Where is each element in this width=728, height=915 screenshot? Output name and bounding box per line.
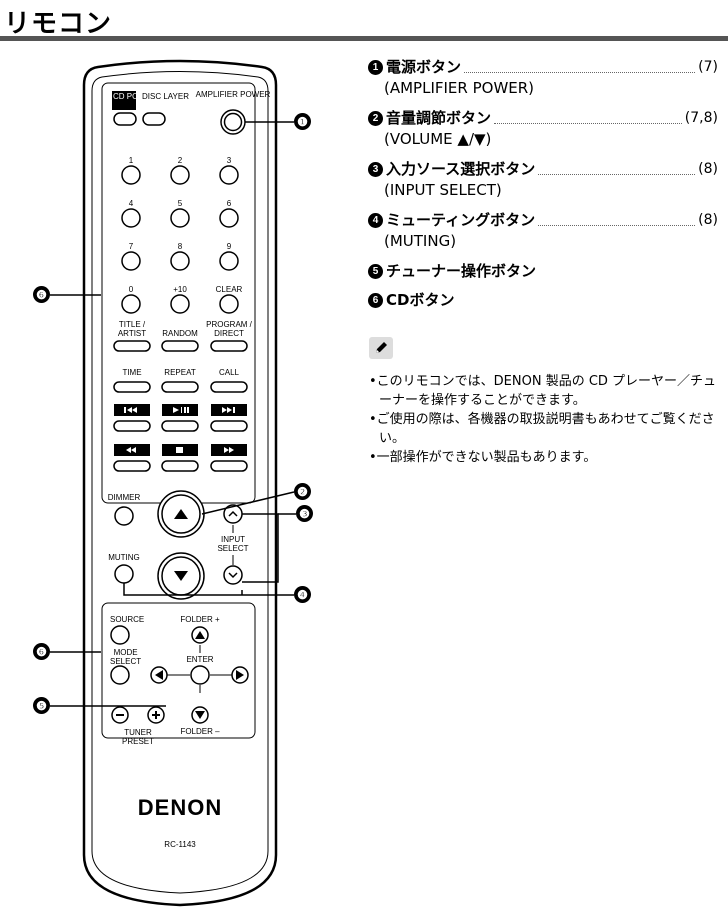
feature-name: チューナー操作ボタン [386,262,537,280]
key-8-label: 8 [177,242,183,251]
input-select-label: INPUT SELECT [217,535,249,553]
title-rule [0,36,728,41]
key-plus10-label: +10 [173,285,187,294]
notes-list: •このリモコンでは、DENON 製品の CD プレーヤー／チューナーを操作するこ… [369,372,724,467]
feature-item: 2 音量調節ボタン (7,8) (VOLUME ▲/▼) [368,108,718,150]
leader-dots [538,216,696,226]
pencil-icon [369,337,393,359]
feature-page-ref: (7,8) [684,110,718,126]
feature-name: 音量調節ボタン [386,109,492,127]
feature-item: 4 ミューティングボタン (8) (MUTING) [368,210,718,252]
feature-page-ref: (7) [698,59,718,75]
feature-name: 入力ソース選択ボタン [386,160,536,178]
key-2-label: 2 [177,156,183,165]
feature-item: 5 チューナー操作ボタン [368,261,718,282]
feature-name: ミューティングボタン [386,211,536,229]
note-item: •このリモコンでは、DENON 製品の CD プレーヤー／チューナーを操作するこ… [369,374,717,408]
leader-dots [538,165,696,175]
key-3-label: 3 [226,156,232,165]
feature-number: 3 [368,162,383,177]
key-4-label: 4 [128,199,134,208]
note-item: •一部操作ができない製品もあります。 [369,450,597,465]
feature-number: 2 [368,111,383,126]
leader-dots [494,114,682,124]
muting-label: MUTING [108,553,140,562]
source-label: SOURCE [110,615,145,624]
feature-name: 電源ボタン [386,58,462,76]
call-label: CALL [218,368,240,377]
feature-page-ref: (8) [698,161,718,177]
folder-plus-label: FOLDER + [180,615,220,624]
feature-item: 6 CDボタン [368,290,718,311]
brand-logo: DENON [137,795,223,820]
feature-list: 1 電源ボタン (7) (AMPLIFIER POWER) 2 音量調節ボタン … [368,57,718,311]
model-number: RC-1143 [164,840,196,849]
feature-subtitle: (INPUT SELECT) [384,181,502,199]
program-direct-label: PROGRAM / DIRECT [206,320,252,338]
note-item: •ご使用の際は、各機器の取扱説明書もあわせてご覧ください。 [369,412,715,446]
callout-6-top: ❻ [33,286,50,303]
feature-number: 5 [368,264,383,279]
feature-subtitle: (AMPLIFIER POWER) [384,79,535,97]
page-title: リモコン [4,9,113,39]
callout-1: ❶ [294,113,311,130]
key-7-label: 7 [128,242,134,251]
feature-number: 1 [368,60,383,75]
mode-select-label: MODE SELECT [110,648,142,666]
key-0-label: 0 [128,285,134,294]
dimmer-label: DIMMER [107,493,141,502]
feature-name: CDボタン [386,291,455,309]
key-5-label: 5 [177,199,183,208]
feature-item: 3 入力ソース選択ボタン (8) (INPUT SELECT) [368,159,718,201]
callout-5: ❺ [33,697,50,714]
title-artist-label: TITLE / ARTIST [117,320,147,338]
feature-subtitle: (MUTING) [384,232,457,250]
key-9-label: 9 [226,242,232,251]
key-1-label: 1 [128,156,134,165]
feature-page-ref: (8) [698,212,718,228]
random-label: RANDOM [162,329,198,338]
folder-minus-label: FOLDER – [180,727,220,736]
callout-3: ❸ [296,505,313,522]
disc-layer-label: DISC LAYER [142,92,189,101]
feature-item: 1 電源ボタン (7) (AMPLIFIER POWER) [368,57,718,99]
callout-4: ❹ [294,586,311,603]
feature-number: 6 [368,293,383,308]
cd-power-label: CD POWER [113,92,157,101]
time-label: TIME [122,368,142,377]
key-6-label: 6 [226,199,232,208]
clear-label: CLEAR [215,285,243,294]
remote-drawing [50,59,296,907]
amp-power-label: AMPLIFIER POWER [195,90,271,99]
feature-subtitle: (VOLUME ▲/▼) [384,130,492,148]
enter-label: ENTER [186,655,214,664]
leader-dots [464,63,696,73]
callout-2: ❷ [294,483,311,500]
callout-6-bottom: ❻ [33,643,50,660]
tuner-preset-label: TUNER PRESET [121,728,155,746]
remote-illustration: CD POWER DISC LAYER AMPLIFIER POWER 1 2 … [33,55,320,910]
repeat-label: REPEAT [164,368,196,377]
feature-number: 4 [368,213,383,228]
